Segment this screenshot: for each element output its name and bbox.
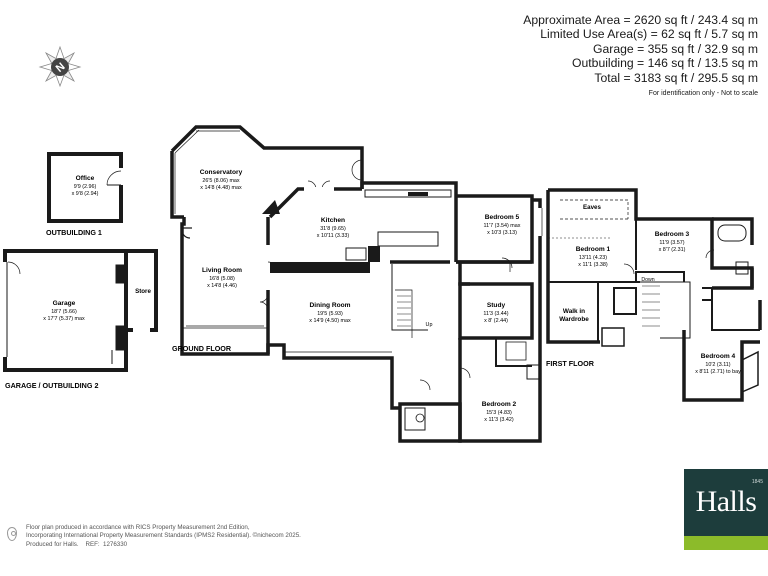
section-first: FIRST FLOOR	[546, 359, 595, 368]
room-bedroom3-dim1: 11'9 (3.57)	[659, 240, 684, 246]
room-study-name: Study	[487, 302, 506, 309]
room-dining-name: Dining Room	[309, 302, 350, 309]
halls-logo: Halls 1845	[684, 469, 768, 550]
area-approximate: Approximate Area = 2620 sq ft / 243.4 sq…	[523, 13, 758, 27]
room-living-dim2: x 14'8 (4.46)	[207, 283, 237, 289]
section-garage: GARAGE / OUTBUILDING 2	[5, 381, 98, 390]
room-bedroom4-name: Bedroom 4	[701, 353, 736, 360]
bedroom5-walls	[456, 194, 534, 264]
area-summary: Approximate Area = 2620 sq ft / 243.4 sq…	[523, 13, 758, 100]
room-office-dim1: 9'9 (2.96)	[74, 184, 97, 190]
footer-line2: Incorporating International Property Mea…	[26, 532, 301, 540]
room-dining-dim2: x 14'9 (4.50) max	[309, 318, 351, 324]
room-store-name: Store	[135, 288, 151, 295]
room-bedroom1-dim2: x 11'1 (3.38)	[578, 262, 608, 268]
walkin-wardrobe-line1: Walk in	[563, 308, 585, 315]
stairs-up-label: Up	[426, 322, 433, 328]
room-garage-dim1: 18'7 (5.66)	[51, 309, 77, 315]
area-total: Total = 3183 sq ft / 295.5 sq m	[594, 70, 758, 85]
room-dining-dim1: 19'5 (5.93)	[317, 311, 343, 317]
room-bedroom4-dim1: 10'2 (3.11)	[705, 362, 730, 368]
footer-line3: Produced for Halls. REF: 1276330	[26, 540, 128, 548]
room-kitchen-name: Kitchen	[321, 217, 345, 224]
conservatory-walls	[170, 125, 364, 189]
stairs-down-label: Down	[641, 277, 654, 283]
room-conservatory-dim2: x 14'8 (4.48) max	[200, 185, 242, 191]
section-outbuilding1: OUTBUILDING 1	[46, 228, 102, 237]
room-conservatory-dim1: 26'5 (8.06) max	[202, 178, 240, 184]
room-kitchen-dim1: 31'8 (9.65)	[320, 226, 346, 232]
room-bedroom5-name: Bedroom 5	[485, 214, 520, 221]
bedroom4-walls	[682, 330, 760, 402]
room-bedroom3-name: Bedroom 3	[655, 231, 690, 238]
room-office-dim2: x 9'8 (2.94)	[72, 191, 99, 197]
room-study-dim2: x 8' (2.44)	[484, 318, 508, 324]
room-office-name: Office	[76, 175, 95, 182]
footer-note: Floor plan produced in accordance with R…	[26, 524, 301, 549]
section-ground: GROUND FLOOR	[172, 344, 232, 353]
logo-name: Halls	[695, 485, 757, 518]
logo-stripe	[684, 536, 768, 550]
room-garage-name: Garage	[53, 300, 76, 307]
room-bedroom2-name: Bedroom 2	[482, 401, 517, 408]
room-bedroom3-dim2: x 8'7 (2.31)	[659, 247, 686, 253]
area-outbuilding: Outbuilding = 146 sq ft / 13.5 sq m	[572, 56, 758, 71]
room-bedroom2-dim2: x 11'3 (3.42)	[484, 417, 514, 423]
walls	[2, 125, 762, 443]
room-kitchen-dim2: x 10'11 (3.33)	[317, 233, 350, 239]
room-bedroom1-name: Bedroom 1	[576, 246, 611, 253]
room-garage-dim2: x 17'7 (5.37) max	[43, 316, 85, 322]
room-bedroom5-dim2: x 10'3 (3.13)	[487, 230, 517, 236]
first-floor-walls	[548, 188, 754, 288]
area-garage: Garage = 355 sq ft / 32.9 sq m	[593, 41, 758, 56]
room-conservatory-name: Conservatory	[200, 169, 243, 176]
location-pin-icon	[7, 527, 17, 541]
room-bedroom4-dim2: x 8'11 (2.71) to bay	[695, 369, 741, 375]
room-living-name: Living Room	[202, 267, 242, 274]
room-bedroom1-dim1: 13'11 (4.23)	[579, 255, 607, 261]
study-walls	[458, 282, 534, 340]
room-bedroom2-dim1: 15'3 (4.83)	[486, 410, 512, 416]
room-bedroom5-dim1: 11'7 (3.54) max	[484, 223, 521, 229]
office-walls	[47, 152, 123, 223]
footer-line1: Floor plan produced in accordance with R…	[26, 524, 250, 531]
walkin-wardrobe-line2: Wardrobe	[559, 316, 589, 323]
area-note: For identification only - Not to scale	[648, 90, 758, 98]
eaves-label: Eaves	[583, 204, 601, 211]
room-living-dim1: 16'8 (5.08)	[209, 276, 235, 282]
logo-year: 1845	[751, 479, 763, 485]
bedroom2-walls	[458, 338, 542, 443]
room-study-dim1: 11'3 (3.44)	[483, 311, 508, 317]
area-limited-use: Limited Use Area(s) = 62 sq ft / 5.7 sq …	[540, 27, 758, 42]
compass-icon: N	[38, 45, 82, 88]
ground-floor-walls	[180, 217, 394, 390]
